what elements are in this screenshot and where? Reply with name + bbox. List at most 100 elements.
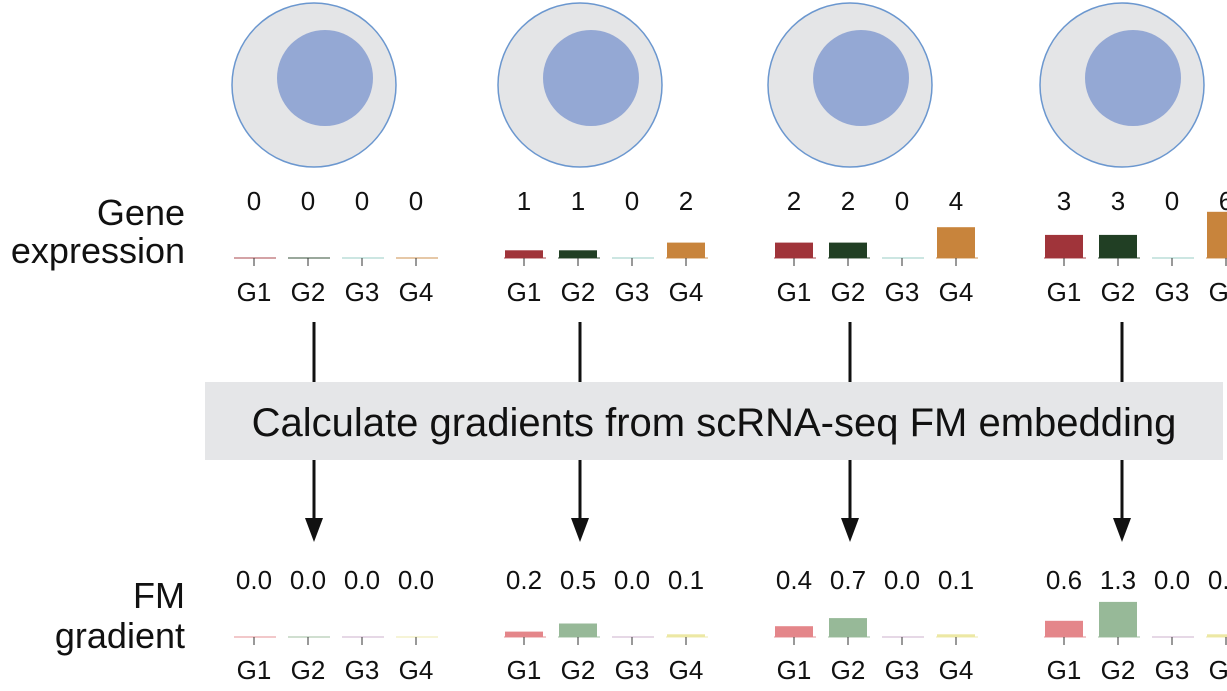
tick-label-g4: G4 <box>939 655 974 685</box>
arrow-4-head <box>1113 518 1131 542</box>
tick-label-g1: G1 <box>237 655 272 685</box>
expression-value-label: 3 <box>1057 186 1071 216</box>
gradient-bar-g1 <box>1045 620 1083 637</box>
tick-label-g3: G3 <box>615 277 650 307</box>
gradient-chart-cell-3: 0.4G1 0.7G2 0.0G3 0.1G4 <box>774 565 978 685</box>
tick-label-g2: G2 <box>291 655 326 685</box>
gradient-value-label: 0.0 <box>236 565 272 595</box>
tick-label-g4: G4 <box>939 277 974 307</box>
expression-bar-g2 <box>829 242 867 258</box>
gradient-value-label: 0.7 <box>830 565 866 595</box>
expression-bar-g1 <box>775 242 813 258</box>
expression-value-label: 3 <box>1111 186 1125 216</box>
tick-label-g4: G4 <box>1209 277 1227 307</box>
tick-label-g3: G3 <box>615 655 650 685</box>
gradient-value-label: 0.0 <box>344 565 380 595</box>
expression-value-label: 6 <box>1219 186 1227 216</box>
gradient-value-label: 0.1 <box>1208 565 1227 595</box>
expression-bar-g1 <box>1045 234 1083 258</box>
tick-label-g4: G4 <box>399 655 434 685</box>
expression-value-label: 0 <box>247 186 261 216</box>
tick-label-g2: G2 <box>1101 277 1136 307</box>
expression-value-label: 0 <box>301 186 315 216</box>
gradient-bar-g2 <box>559 623 597 637</box>
gradient-value-label: 0.0 <box>290 565 326 595</box>
expression-value-label: 0 <box>409 186 423 216</box>
arrow-3-head <box>841 518 859 542</box>
tick-label-g3: G3 <box>1155 277 1190 307</box>
expression-value-label: 2 <box>841 186 855 216</box>
arrow-2-head <box>571 518 589 542</box>
gradient-value-label: 0.1 <box>938 565 974 595</box>
gradient-value-label: 1.3 <box>1100 565 1136 595</box>
gradient-bar-g2 <box>829 618 867 637</box>
cell-1-nucleus <box>277 30 373 126</box>
expression-value-label: 1 <box>571 186 585 216</box>
expression-label-line1: Gene <box>97 192 185 233</box>
tick-label-g2: G2 <box>291 277 326 307</box>
gradient-value-label: 0.5 <box>560 565 596 595</box>
arrows-layer <box>305 322 1131 542</box>
tick-label-g3: G3 <box>885 277 920 307</box>
tick-label-g1: G1 <box>777 277 812 307</box>
gradient-value-label: 0.0 <box>1154 565 1190 595</box>
gradient-value-label: 0.2 <box>506 565 542 595</box>
expression-bar-g2 <box>559 250 597 258</box>
cell-2-nucleus <box>543 30 639 126</box>
tick-label-g4: G4 <box>1209 655 1227 685</box>
gradient-label-line1: FM <box>133 575 185 616</box>
tick-label-g2: G2 <box>831 655 866 685</box>
gradient-bar-g1 <box>505 631 543 637</box>
gradient-value-label: 0.1 <box>668 565 704 595</box>
gradient-bar-charts: 0.0G1 0.0G2 0.0G3 0.0G4 0.2G1 0.5G2 0.0G3 0.1G4… <box>234 565 1227 685</box>
gradient-bar-g1 <box>775 626 813 637</box>
expression-bar-g4 <box>667 242 705 258</box>
gradient-bar-g4 <box>1207 634 1227 637</box>
gradient-bar-g4 <box>937 634 975 637</box>
expression-label-line2: expression <box>11 230 185 271</box>
tick-label-g3: G3 <box>885 655 920 685</box>
tick-label-g4: G4 <box>399 277 434 307</box>
tick-label-g1: G1 <box>237 277 272 307</box>
tick-label-g2: G2 <box>561 277 596 307</box>
expression-bar-g4 <box>1207 211 1227 258</box>
tick-label-g1: G1 <box>507 277 542 307</box>
gradient-label-line2: gradient <box>55 615 185 656</box>
gradient-value-label: 0.0 <box>884 565 920 595</box>
tick-label-g2: G2 <box>1101 655 1136 685</box>
tick-label-g1: G1 <box>507 655 542 685</box>
gradient-bar-g4 <box>667 634 705 637</box>
expression-value-label: 0 <box>895 186 909 216</box>
tick-label-g1: G1 <box>1047 277 1082 307</box>
gradient-value-label: 0.4 <box>776 565 812 595</box>
expression-bar-charts: 0G10G20G30G41G11G20G32G42G12G20G34G43G13… <box>234 186 1227 307</box>
expression-chart-cell-4: 3G1 3G2 0G3 6G4 <box>1044 186 1227 307</box>
tick-label-g1: G1 <box>777 655 812 685</box>
tick-label-g2: G2 <box>561 655 596 685</box>
expression-bar-g1 <box>505 250 543 258</box>
tick-label-g1: G1 <box>1047 655 1082 685</box>
tick-label-g2: G2 <box>831 277 866 307</box>
banner-text: Calculate gradients from scRNA-seq FM em… <box>252 401 1177 445</box>
tick-label-g3: G3 <box>1155 655 1190 685</box>
arrow-1-head <box>305 518 323 542</box>
gradient-value-label: 0.6 <box>1046 565 1082 595</box>
expression-bar-g2 <box>1099 234 1137 258</box>
banner-background <box>205 382 1223 460</box>
gradient-bar-g2 <box>1099 601 1137 637</box>
cell-4-nucleus <box>1085 30 1181 126</box>
gradient-chart-cell-4: 0.6G1 1.3G2 0.0G3 0.1G4 <box>1044 565 1227 685</box>
expression-value-label: 4 <box>949 186 963 216</box>
expression-value-label: 0 <box>1165 186 1179 216</box>
cells-layer <box>231 2 1205 168</box>
tick-label-g3: G3 <box>345 655 380 685</box>
tick-label-g4: G4 <box>669 277 704 307</box>
expression-value-label: 0 <box>625 186 639 216</box>
expression-value-label: 0 <box>355 186 369 216</box>
